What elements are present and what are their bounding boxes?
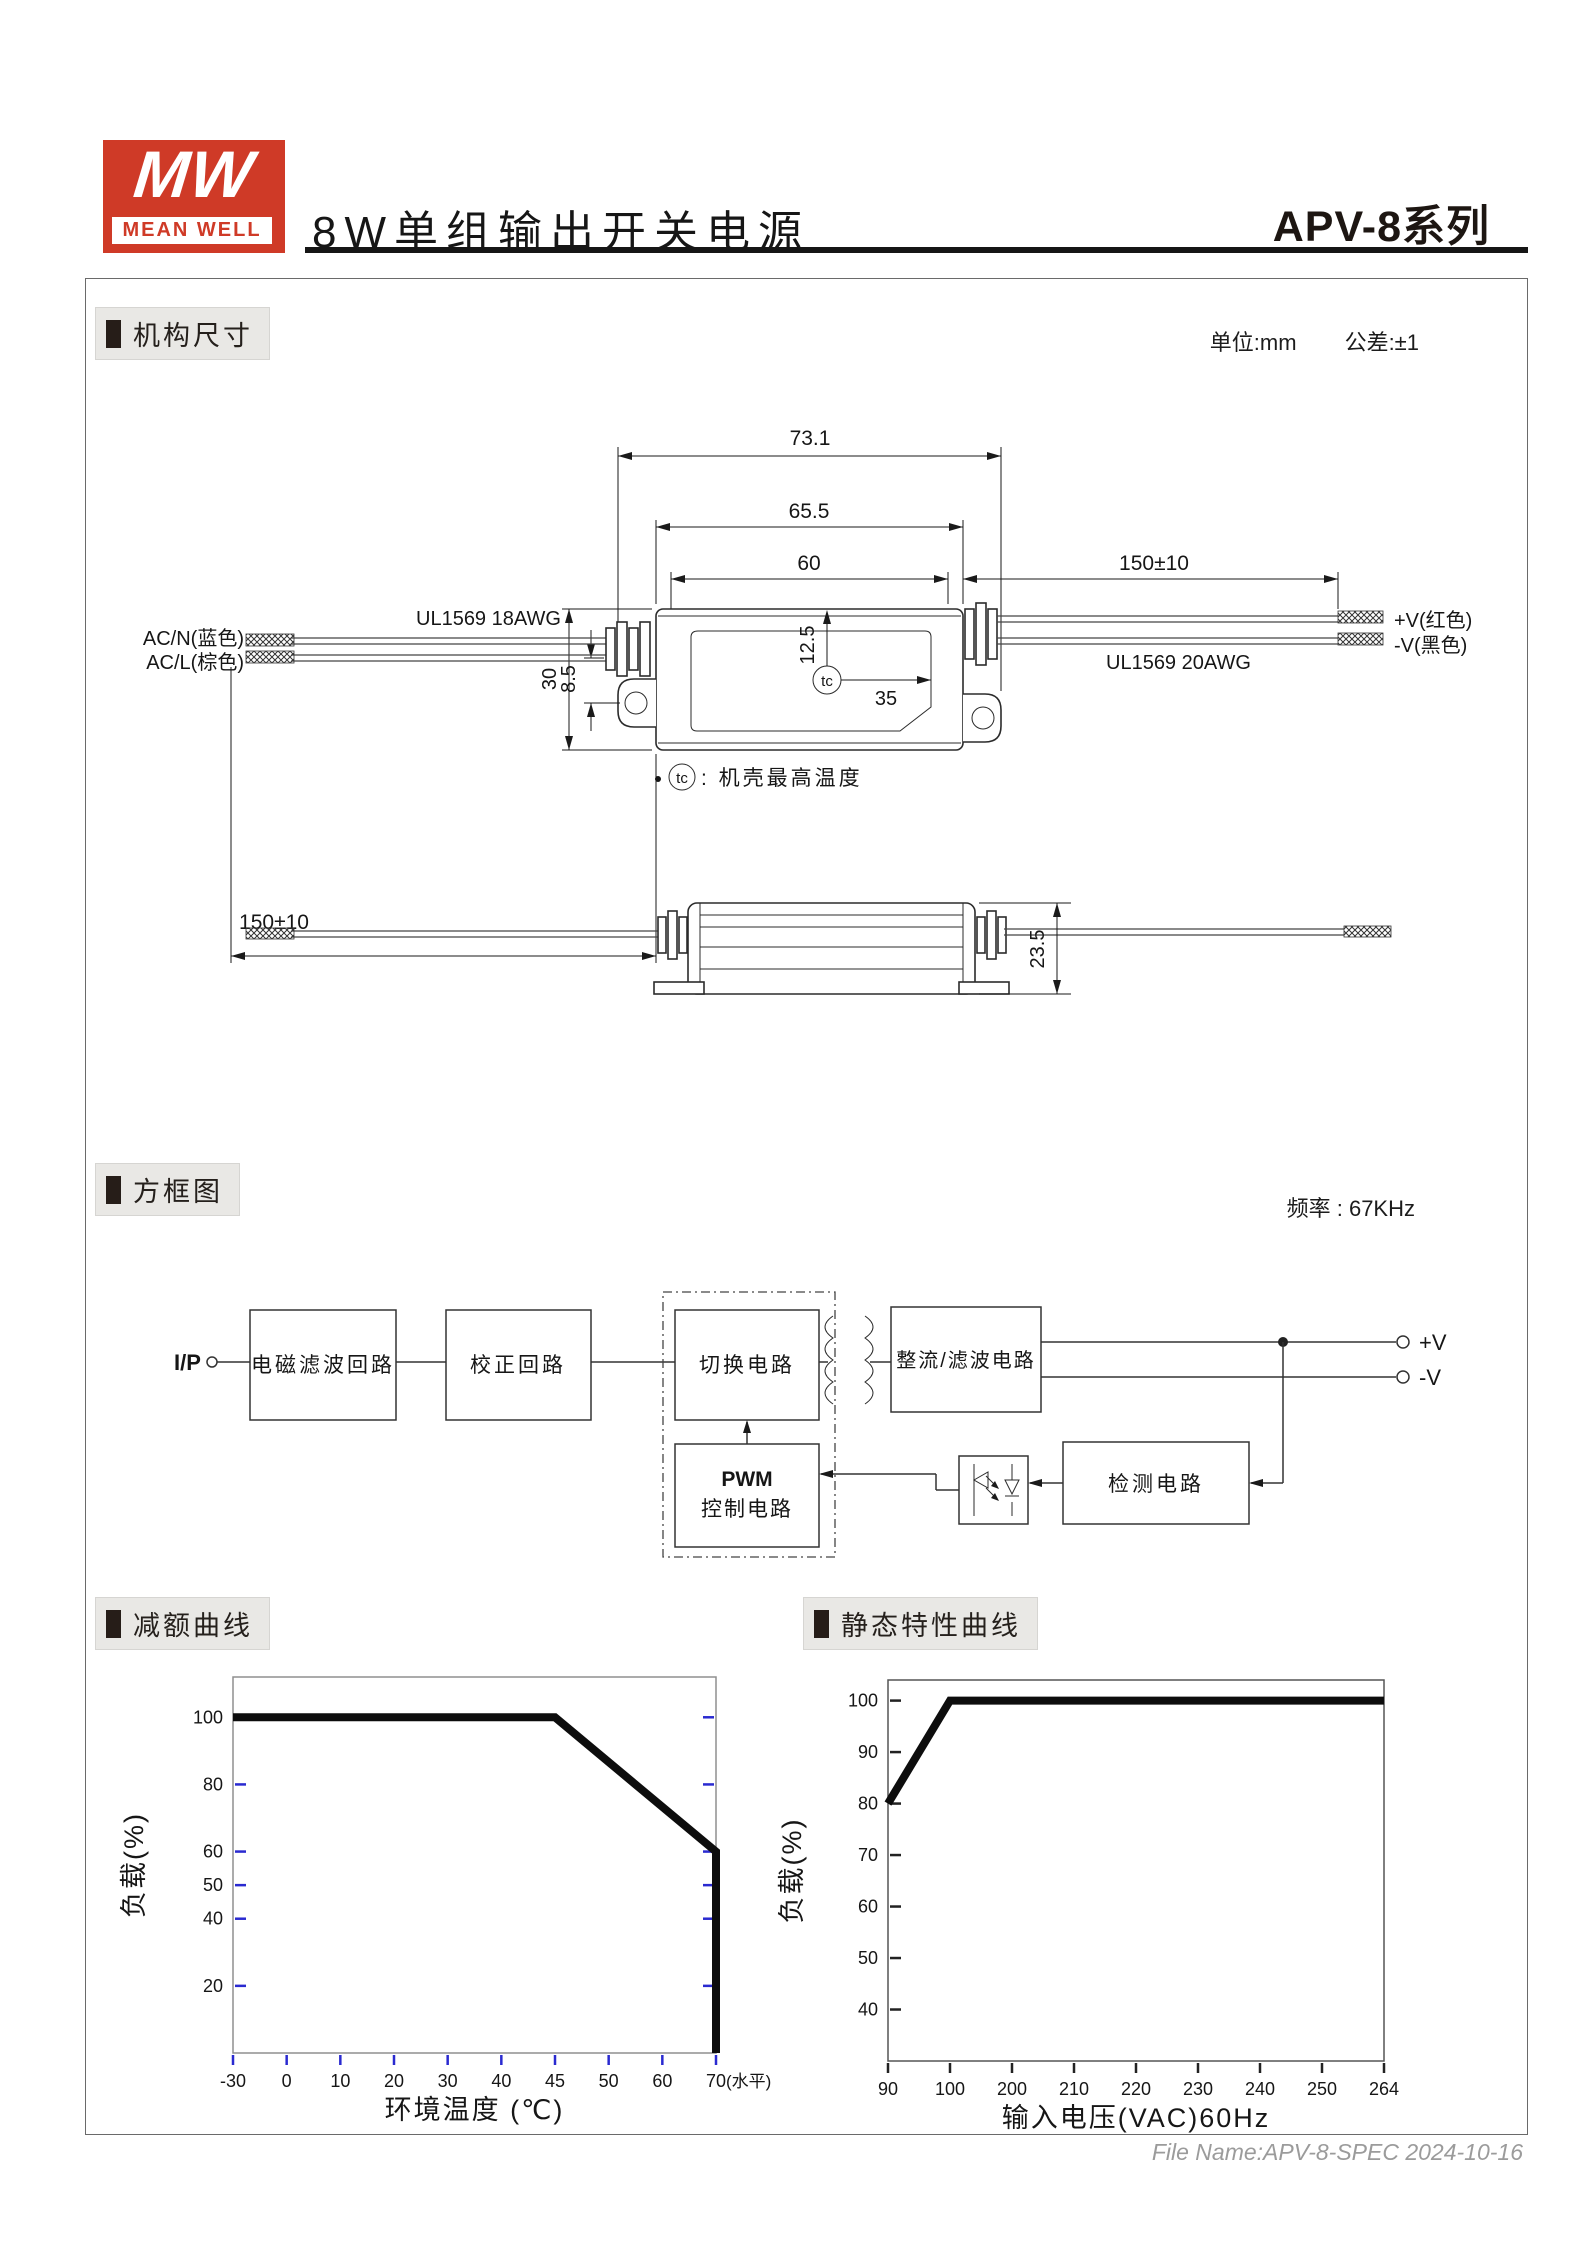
svg-text:-30: -30 [220, 2071, 246, 2091]
label-v-minus: -V(黑色) [1394, 634, 1467, 657]
section-title-static-curve: 静态特性曲线 [841, 1611, 1021, 1641]
dim-case-width: 65.5 [789, 500, 830, 523]
svg-text:40: 40 [858, 2000, 878, 2020]
svg-text:30: 30 [438, 2071, 458, 2091]
svg-text:100: 100 [848, 1691, 878, 1711]
output-v-plus: +V [1419, 1330, 1447, 1355]
spec-frame: 机构尺寸 单位:mm 公差:±1 73.1 [85, 278, 1528, 2135]
svg-text:50: 50 [203, 1875, 223, 1895]
block-detect: 检测电路 [1108, 1473, 1204, 1496]
svg-text:100: 100 [193, 1707, 223, 1727]
svg-text:60: 60 [652, 2071, 672, 2091]
svg-text:220: 220 [1121, 2079, 1151, 2099]
block-emi: 电磁滤波回路 [251, 1354, 395, 1377]
block-switch: 切换电路 [699, 1354, 795, 1377]
svg-text:80: 80 [858, 1794, 878, 1814]
block-pfc: 校正回路 [470, 1354, 566, 1377]
dim-total-width: 73.1 [790, 427, 831, 450]
svg-text:60: 60 [858, 1897, 878, 1917]
tolerance-note: 公差:±1 [1344, 330, 1419, 355]
svg-text:20: 20 [384, 2071, 404, 2091]
block-diagram: I/P 电磁滤波回路 校正回路 切换电路 PWM 控制电路 [174, 1291, 1447, 1558]
svg-text:输入电压(VAC)60Hz: 输入电压(VAC)60Hz [1002, 2103, 1271, 2133]
svg-text:100: 100 [935, 2079, 965, 2099]
tc-symbol: tc [821, 673, 833, 690]
input-label: I/P [174, 1350, 201, 1375]
svg-text:0: 0 [282, 2071, 292, 2091]
svg-text:20: 20 [203, 1976, 223, 1996]
label-input-wire-spec: UL1569 18AWG [416, 608, 561, 630]
svg-text:60: 60 [203, 1842, 223, 1862]
svg-text:250: 250 [1307, 2079, 1337, 2099]
static-characteristic-chart: 40 50 60 70 80 90 100 90 100 200 210 220 230 240 250 26… [777, 1679, 1399, 2133]
svg-text:70: 70 [706, 2071, 726, 2091]
frequency-note: 频率 : 67KHz [1286, 1196, 1415, 1221]
svg-text:90: 90 [858, 1742, 878, 1762]
dim-hole-pitch: 60 [797, 552, 820, 575]
block-rectifier: 整流/滤波电路 [896, 1349, 1036, 1372]
block-pwm-line1: PWM [721, 1468, 772, 1491]
unit-note: 单位:mm [1209, 330, 1297, 355]
dim-height: 30 [539, 668, 561, 690]
svg-text:264: 264 [1369, 2079, 1399, 2099]
section-title-derating: 减额曲线 [133, 1611, 253, 1641]
optocoupler-symbol [958, 1455, 1029, 1525]
logo-brand-band: MEAN WELL [112, 217, 272, 244]
label-ac-n: AC/N(蓝色) [143, 627, 244, 650]
section-header-block-diagram: 方框图 [95, 1163, 240, 1216]
section-header-derating: 减额曲线 [95, 1597, 270, 1650]
tc-note-symbol: tc [676, 770, 688, 787]
series-title: APV-8系列 [1272, 203, 1490, 251]
svg-text:50: 50 [858, 1948, 878, 1968]
dim-lead-out: 150±10 [1119, 552, 1189, 575]
svg-text:40: 40 [491, 2071, 511, 2091]
svg-text:240: 240 [1245, 2079, 1275, 2099]
dim-tc-from-top: 12.5 [797, 626, 819, 665]
logo-brand-text: MEAN WELL [122, 219, 262, 241]
svg-text:210: 210 [1059, 2079, 1089, 2099]
dim-tc-from-right: 35 [875, 688, 897, 710]
dim-depth: 23.5 [1027, 930, 1049, 969]
tc-note-text: : 机壳最高温度 [701, 767, 863, 790]
derating-chart: 20 40 50 60 80 100 -30 0 10 20 30 40 45 50 60 70(水平) 负载(… [119, 1676, 771, 2125]
section-title-block-diagram: 方框图 [133, 1177, 223, 1207]
section-bullet-icon [814, 1609, 829, 1638]
svg-text:负载(%): 负载(%) [777, 1818, 807, 1924]
section-bullet-icon [106, 1609, 121, 1638]
svg-text:40: 40 [203, 1909, 223, 1929]
section-title-mechanical: 机构尺寸 [133, 321, 253, 351]
svg-text:200: 200 [997, 2079, 1027, 2099]
svg-text:90: 90 [878, 2079, 898, 2099]
section-bullet-icon [106, 319, 121, 348]
svg-text:50: 50 [599, 2071, 619, 2091]
section-header-mechanical: 机构尺寸 [95, 307, 270, 360]
title-underline [305, 247, 1528, 253]
section-header-static-curve: 静态特性曲线 [803, 1597, 1038, 1650]
block-pwm-line2: 控制电路 [701, 1498, 793, 1521]
logo-mw-icon: MW [130, 137, 258, 211]
mechanical-drawing: 73.1 65.5 60 150±10 [143, 427, 1472, 995]
label-v-plus: +V(红色) [1394, 609, 1472, 632]
svg-text:负载(%): 负载(%) [119, 1812, 149, 1918]
output-v-minus: -V [1419, 1365, 1441, 1390]
dim-wire-offset: 8.5 [558, 665, 580, 693]
label-output-wire-spec: UL1569 20AWG [1106, 652, 1251, 674]
svg-text:230: 230 [1183, 2079, 1213, 2099]
svg-text:45: 45 [545, 2071, 565, 2091]
svg-text:70: 70 [858, 1845, 878, 1865]
label-ac-l: AC/L(棕色) [146, 651, 244, 674]
svg-text:80: 80 [203, 1774, 223, 1794]
svg-text:10: 10 [330, 2071, 350, 2091]
unit-tolerance-notes: 单位:mm 公差:±1 [1210, 325, 1419, 357]
meanwell-logo: MW MEAN WELL [103, 137, 285, 253]
svg-text:环境温度 (℃): 环境温度 (℃) [385, 2095, 565, 2125]
svg-text:(水平): (水平) [726, 2072, 771, 2091]
section-bullet-icon [106, 1175, 121, 1204]
file-name-footer: File Name:APV-8-SPEC 2024-10-16 [1151, 2139, 1523, 2165]
